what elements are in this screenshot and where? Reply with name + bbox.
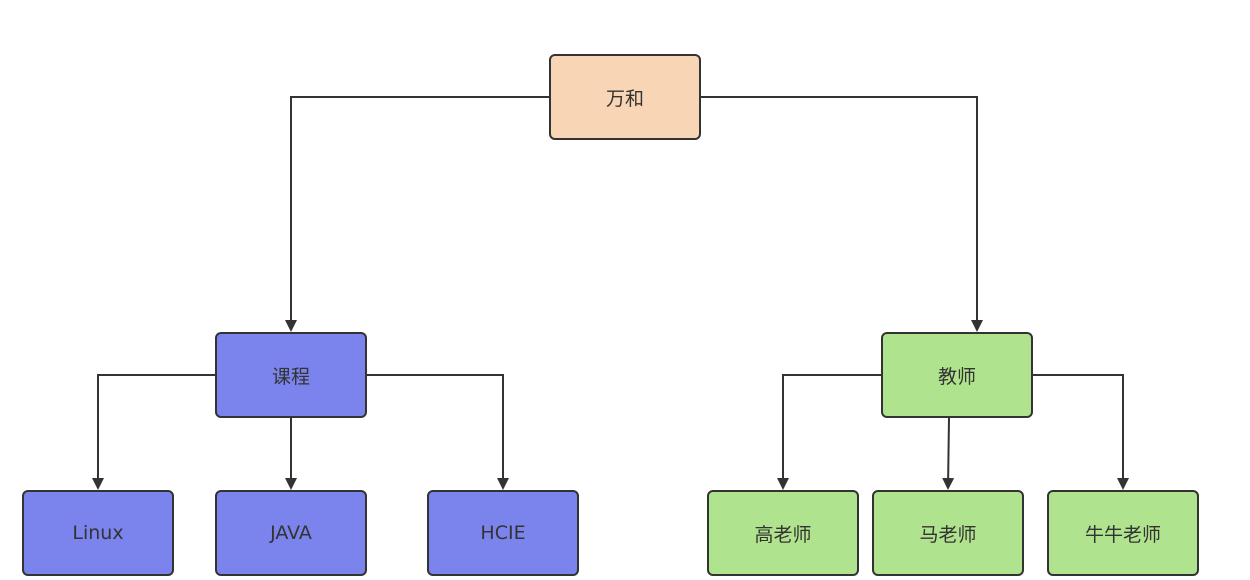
node-hcie-label: HCIE (480, 522, 526, 544)
edge-root-course (285, 96, 549, 332)
node-linux[interactable]: Linux (22, 490, 174, 576)
edge-course-linux (92, 374, 215, 490)
node-course-label: 课程 (271, 365, 310, 388)
node-course[interactable]: 课程 (215, 332, 367, 418)
edge-teacher-ma (942, 417, 955, 490)
edge-root-teacher (701, 96, 983, 332)
node-teacher[interactable]: 教师 (881, 332, 1033, 418)
node-java[interactable]: JAVA (215, 490, 367, 576)
edge-teacher-niu (1033, 374, 1129, 490)
node-ma[interactable]: 马老师 (872, 490, 1024, 576)
node-linux-label: Linux (72, 522, 124, 544)
node-java-label: JAVA (270, 522, 312, 544)
node-root-label: 万和 (605, 87, 644, 110)
node-gao-label: 高老师 (754, 523, 812, 546)
edge-course-hcie (367, 374, 509, 490)
node-niu[interactable]: 牛牛老师 (1047, 490, 1199, 576)
node-ma-label: 马老师 (919, 523, 977, 546)
node-root[interactable]: 万和 (549, 54, 701, 140)
node-teacher-label: 教师 (937, 365, 976, 388)
node-gao[interactable]: 高老师 (707, 490, 859, 576)
edge-teacher-gao (777, 374, 881, 490)
node-niu-label: 牛牛老师 (1084, 523, 1161, 546)
node-hcie[interactable]: HCIE (427, 490, 579, 576)
